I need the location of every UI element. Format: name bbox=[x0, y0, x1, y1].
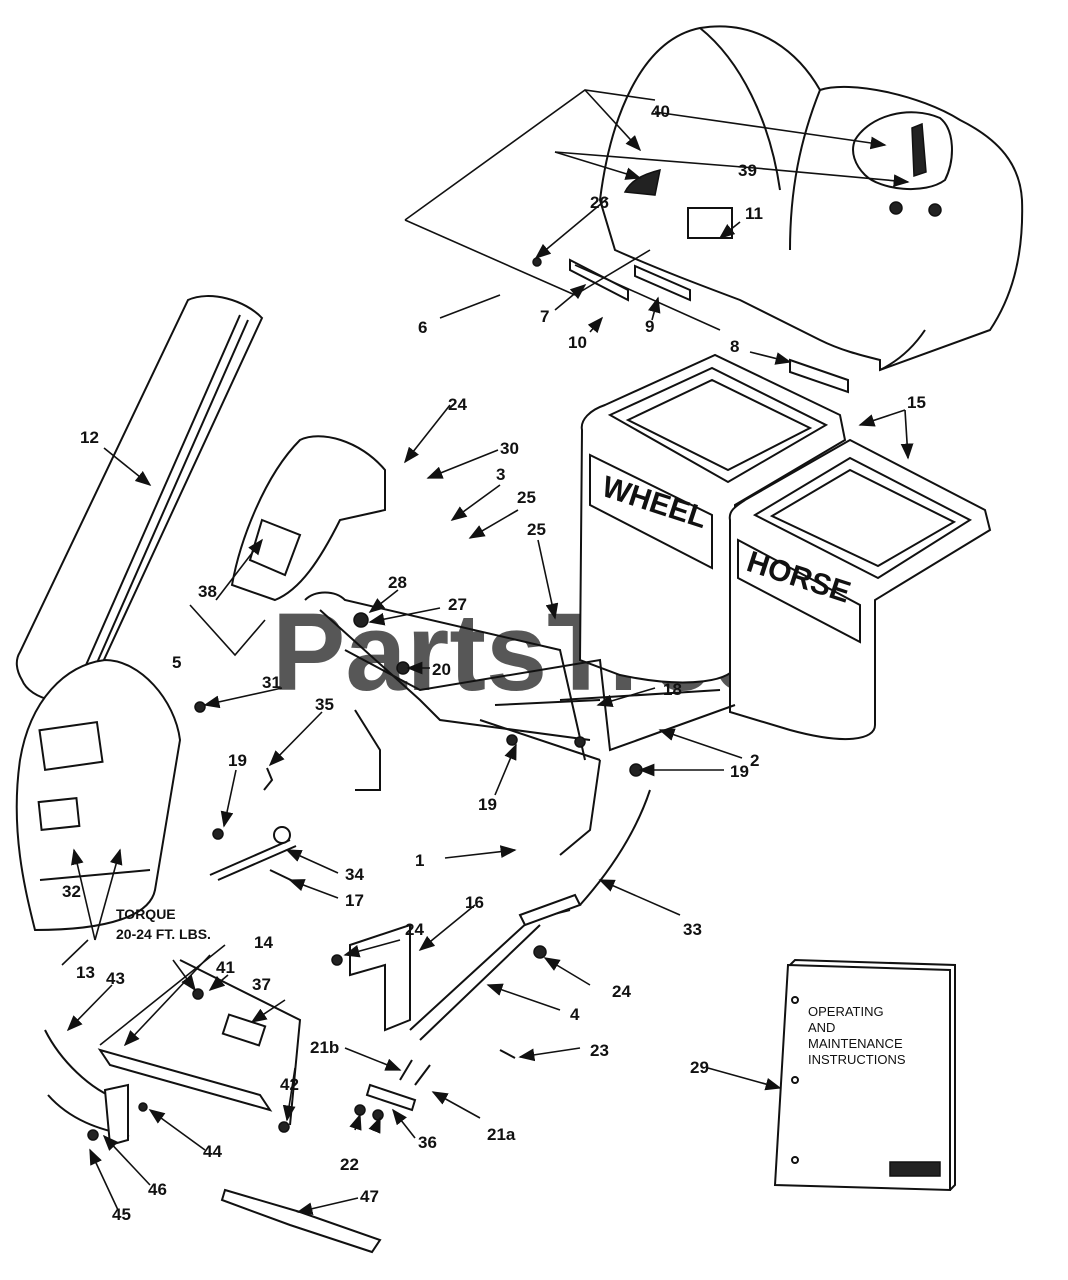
callout-47: 47 bbox=[360, 1187, 379, 1206]
callout-39: 39 bbox=[738, 161, 757, 180]
callout-30: 30 bbox=[500, 439, 519, 458]
callout-17: 17 bbox=[345, 891, 364, 910]
callout-5: 5 bbox=[172, 653, 181, 672]
callout-16: 16 bbox=[465, 893, 484, 912]
callout-11: 11 bbox=[745, 204, 763, 223]
callout-2: 2 bbox=[750, 751, 759, 770]
callout-12: 12 bbox=[80, 428, 99, 447]
callout-33: 33 bbox=[683, 920, 702, 939]
callout-22: 22 bbox=[340, 1155, 359, 1174]
callout-24-left: 24 bbox=[405, 920, 424, 939]
callout-37: 37 bbox=[252, 975, 271, 994]
deflector-43 bbox=[44, 1029, 148, 1147]
callout-19-mid: 19 bbox=[478, 795, 497, 814]
callout-25-a: 25 bbox=[517, 488, 536, 507]
callout-1: 1 bbox=[415, 851, 424, 870]
callout-36: 36 bbox=[418, 1133, 437, 1152]
callout-34: 34 bbox=[345, 865, 364, 884]
callout-29: 29 bbox=[690, 1058, 709, 1077]
callout-14: 14 bbox=[254, 933, 273, 952]
callout-21a: 21a bbox=[487, 1125, 516, 1144]
arm-4 bbox=[409, 789, 651, 1041]
manual-line-4: INSTRUCTIONS bbox=[808, 1052, 906, 1067]
callout-4: 4 bbox=[570, 1005, 580, 1024]
callout-10: 10 bbox=[568, 333, 587, 352]
callout-8: 8 bbox=[730, 337, 739, 356]
deck-chute-13 bbox=[15, 658, 182, 932]
callout-25-b: 25 bbox=[527, 520, 546, 539]
callout-41: 41 bbox=[216, 958, 235, 977]
callout-labels: 40 39 11 26 6 7 10 9 8 15 12 24 30 3 25 … bbox=[62, 102, 926, 1224]
frame-tubes bbox=[304, 591, 736, 856]
callout-43: 43 bbox=[106, 969, 125, 988]
manual-line-3: MAINTENANCE bbox=[808, 1036, 903, 1051]
pin-hardware bbox=[194, 701, 297, 883]
callout-23: 23 bbox=[590, 1041, 609, 1060]
callout-27: 27 bbox=[448, 595, 467, 614]
callout-9: 9 bbox=[645, 317, 654, 336]
callout-24-top: 24 bbox=[448, 395, 467, 414]
callout-3: 3 bbox=[496, 465, 505, 484]
callout-46: 46 bbox=[148, 1180, 167, 1199]
callout-13: 13 bbox=[76, 963, 95, 982]
callout-31: 31 bbox=[262, 673, 281, 692]
callout-38: 38 bbox=[198, 582, 217, 601]
chute-elbow-5 bbox=[230, 435, 386, 602]
leader-lines bbox=[61, 89, 914, 1215]
chute-tube-12 bbox=[15, 295, 264, 702]
bolt-hardware bbox=[354, 1049, 516, 1121]
callout-35: 35 bbox=[315, 695, 334, 714]
blade-47 bbox=[220, 1188, 382, 1254]
manual-line-1: OPERATING bbox=[808, 1004, 884, 1019]
callout-20: 20 bbox=[432, 660, 451, 679]
callout-24-right: 24 bbox=[612, 982, 631, 1001]
callout-32: 32 bbox=[62, 882, 81, 901]
torque-note-line-1: TORQUE bbox=[116, 906, 176, 922]
callout-44: 44 bbox=[203, 1142, 222, 1161]
bracket-16 bbox=[331, 923, 411, 1032]
callout-26: 26 bbox=[590, 193, 609, 212]
callout-45: 45 bbox=[112, 1205, 131, 1224]
torque-note-line-2: 20-24 FT. LBS. bbox=[116, 926, 211, 942]
callout-15: 15 bbox=[907, 393, 926, 412]
callout-21b: 21b bbox=[310, 1038, 339, 1057]
bags-15: WHEEL HORSE bbox=[578, 353, 992, 740]
manual-line-2: AND bbox=[808, 1020, 835, 1035]
callout-28: 28 bbox=[388, 573, 407, 592]
bag-cover bbox=[598, 25, 1024, 372]
operator-manual-29: OPERATING AND MAINTENANCE INSTRUCTIONS bbox=[773, 958, 956, 1192]
callout-6: 6 bbox=[418, 318, 427, 337]
callout-19-right: 19 bbox=[730, 762, 749, 781]
callout-7: 7 bbox=[540, 307, 549, 326]
callout-40: 40 bbox=[651, 102, 670, 121]
callout-19-left: 19 bbox=[228, 751, 247, 770]
callout-42: 42 bbox=[280, 1075, 299, 1094]
callout-18: 18 bbox=[663, 680, 682, 699]
